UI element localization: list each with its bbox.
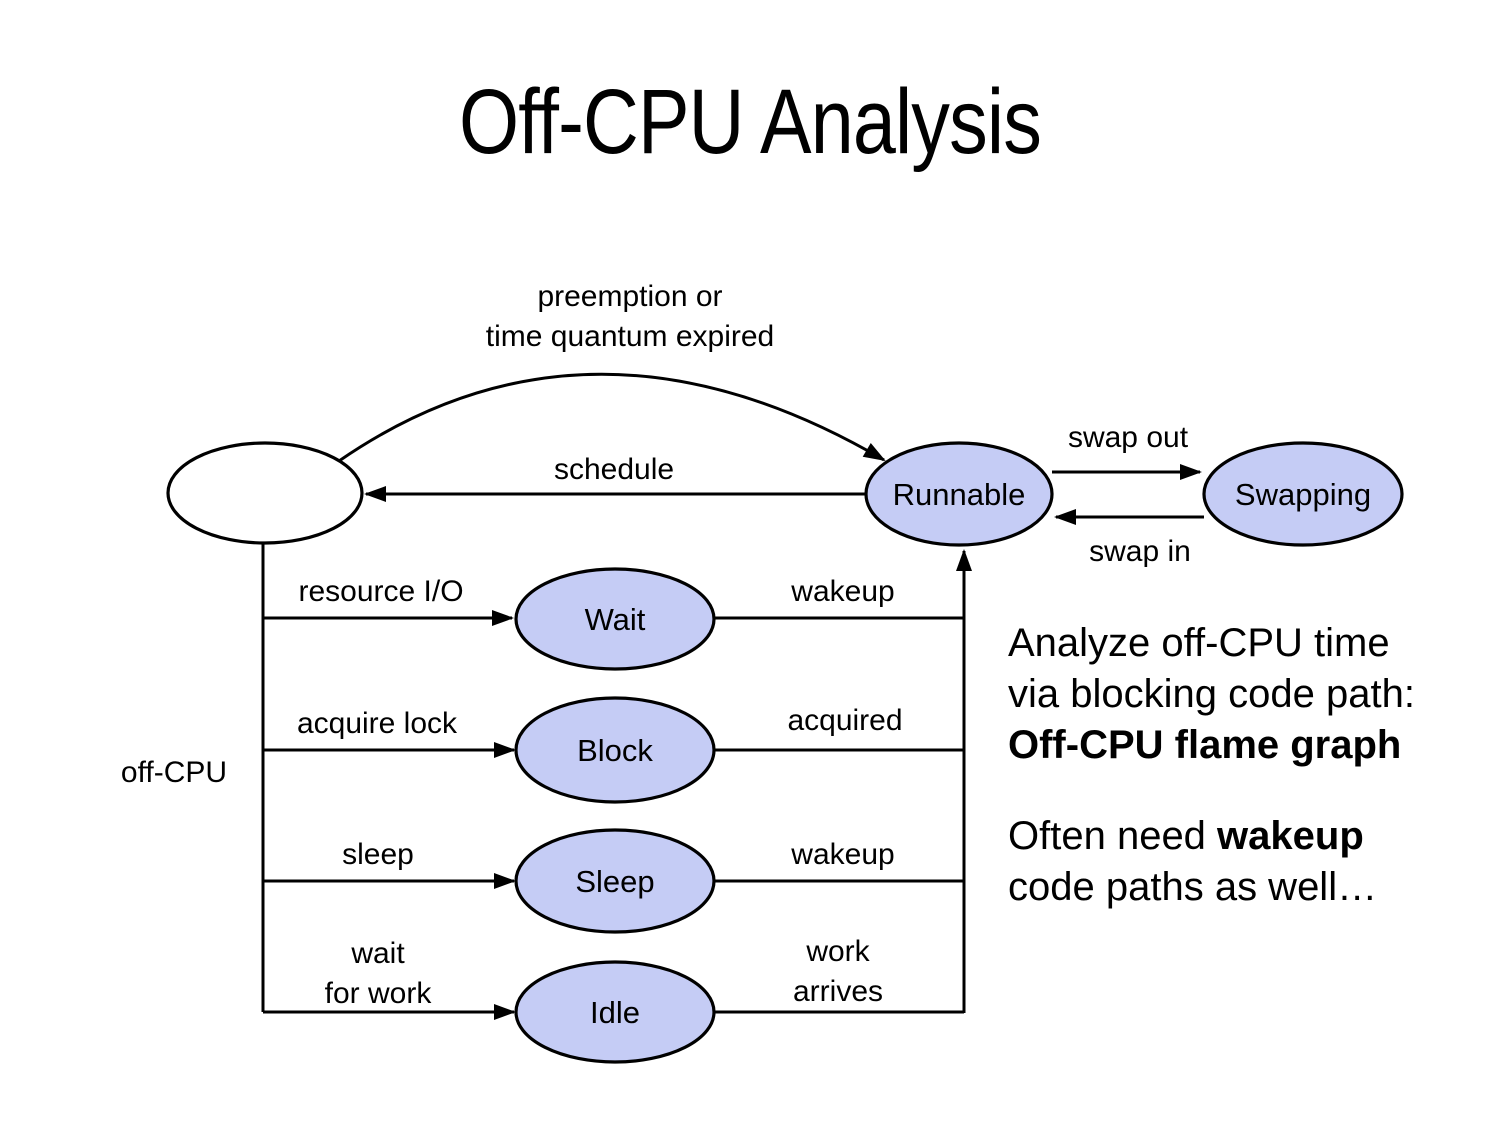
node-runnable — [864, 441, 1054, 547]
node-block — [514, 696, 716, 804]
annotation-paragraph-1: Analyze off-CPU time via blocking code p… — [1008, 618, 1468, 771]
region-label-off-cpu: off-CPU — [121, 756, 227, 789]
node-swapping — [1202, 441, 1404, 547]
annotation-often-need: Often need — [1008, 814, 1218, 858]
edge-label-acquired: acquired — [787, 704, 902, 737]
edge-label-wait-for-work-line1: wait — [350, 937, 405, 970]
node-oncpu — [166, 441, 364, 545]
edge-label-preemption-line1: preemption or — [537, 280, 722, 313]
node-sleep — [514, 828, 716, 934]
edge-label-wakeup-wait: wakeup — [790, 575, 894, 608]
annotation-line-3: Off-CPU flame graph — [1008, 720, 1468, 771]
annotation-line-5: code paths as well… — [1008, 865, 1378, 909]
edge-label-work-arrives-line2: arrives — [793, 975, 883, 1008]
edge-preemption-arc — [338, 372, 886, 463]
node-idle — [514, 960, 716, 1064]
node-wait — [514, 567, 716, 671]
annotation-flame-graph-bold: Off-CPU flame graph — [1008, 723, 1402, 767]
edge-label-wakeup-sleep: wakeup — [790, 838, 894, 871]
edge-label-preemption-line2: time quantum expired — [486, 320, 775, 353]
node-sleep-label: Sleep — [575, 864, 654, 899]
node-idle-label: Idle — [590, 995, 640, 1030]
annotation-text: Analyze off-CPU time via blocking code p… — [1008, 618, 1468, 913]
edge-label-acquire-lock: acquire lock — [297, 707, 458, 740]
edge-label-resource-io: resource I/O — [298, 575, 463, 608]
edge-label-swap-in: swap in — [1089, 535, 1191, 568]
edge-label-swap-out: swap out — [1068, 421, 1189, 454]
node-block-label: Block — [577, 733, 653, 768]
node-swapping-label: Swapping — [1235, 477, 1371, 512]
annotation-wakeup-bold: wakeup — [1217, 814, 1364, 858]
edge-label-wait-for-work-line2: for work — [325, 977, 433, 1010]
edge-label-sleep: sleep — [342, 838, 414, 871]
edge-label-schedule: schedule — [554, 453, 674, 486]
annotation-line-2: via blocking code path: — [1008, 672, 1415, 716]
edge-label-work-arrives-line1: work — [805, 935, 870, 968]
node-wait-label: Wait — [585, 602, 646, 637]
annotation-line-1: Analyze off-CPU time — [1008, 621, 1390, 665]
slide-title: Off-CPU Analysis — [458, 71, 1042, 173]
annotation-paragraph-2: Often need wakeup code paths as well… — [1008, 811, 1468, 913]
node-runnable-label: Runnable — [893, 477, 1026, 512]
annotation-line-4: Often need wakeup — [1008, 811, 1468, 862]
